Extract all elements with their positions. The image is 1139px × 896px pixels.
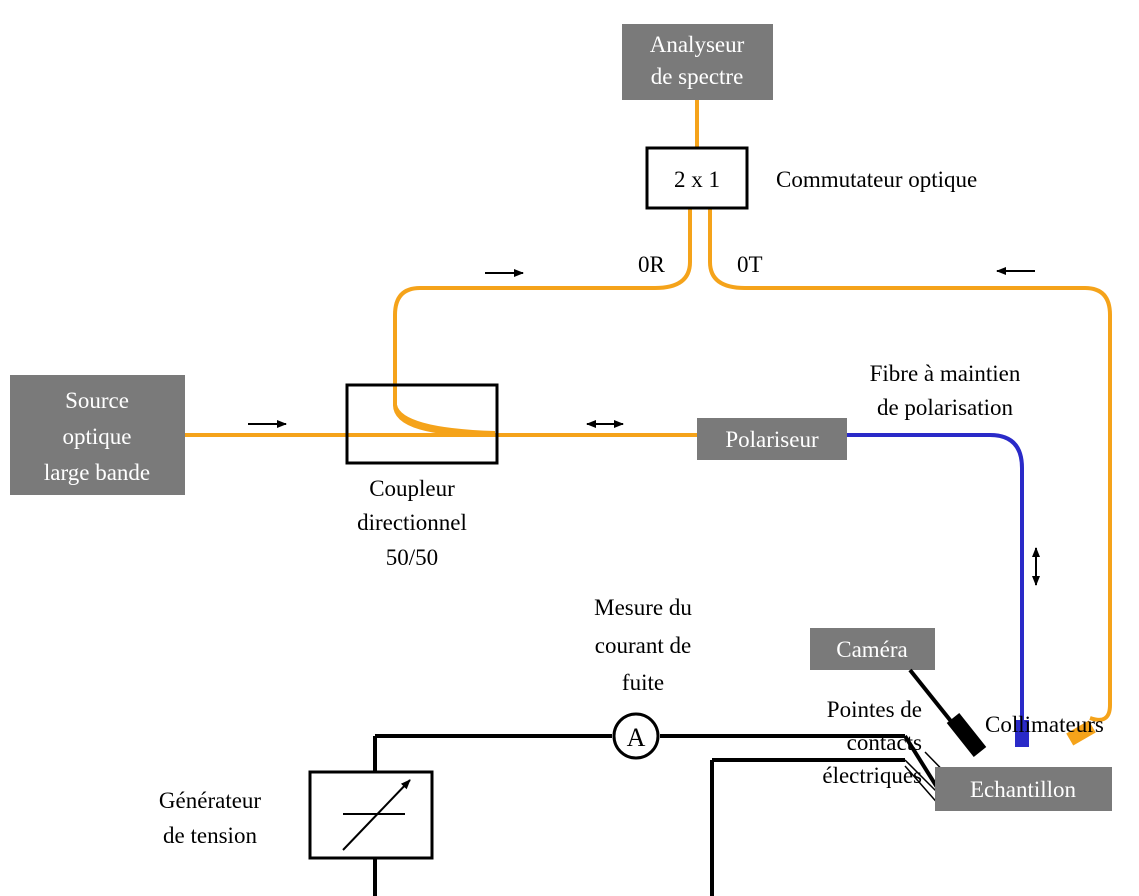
analyzer-label-1: Analyseur xyxy=(650,32,745,57)
fiber-0r xyxy=(393,208,692,437)
coupler-label-3: 50/50 xyxy=(386,545,438,570)
fiber-coupler-curve xyxy=(393,404,496,435)
fiber-0t xyxy=(708,208,1112,722)
source-label-1: Source xyxy=(65,388,129,413)
port-0r-label: 0R xyxy=(638,252,666,277)
voltage-generator xyxy=(308,736,434,896)
current-label-1: Mesure du xyxy=(594,595,692,620)
switch-label: Commutateur optique xyxy=(776,167,977,192)
pm-fiber-label-2: de polarisation xyxy=(877,395,1014,420)
camera-label: Caméra xyxy=(836,637,908,662)
camera-cable xyxy=(908,668,960,732)
generator-label-1: Générateur xyxy=(159,788,261,813)
ammeter: A xyxy=(612,712,660,760)
fiber-pm xyxy=(847,433,1024,720)
pm-collimator xyxy=(1015,720,1029,747)
polarizer: Polariseur xyxy=(697,418,847,460)
coupler-label-1: Coupleur xyxy=(369,476,455,501)
broadband-source: Source optique large bande xyxy=(10,375,185,495)
spectrum-analyzer: Analyseur de spectre xyxy=(622,24,773,100)
switch-ratio-label: 2 x 1 xyxy=(674,167,720,192)
directional-coupler xyxy=(345,383,499,465)
ammeter-symbol: A xyxy=(627,723,646,752)
current-label-2: courant de xyxy=(595,633,691,658)
coupler-label-2: directionnel xyxy=(357,510,467,535)
camera: Caméra xyxy=(810,628,935,670)
source-label-2: optique xyxy=(63,424,132,449)
analyzer-label-2: de spectre xyxy=(651,64,744,89)
pm-fiber-label-1: Fibre à maintien xyxy=(870,361,1021,386)
probes-label-2: contacts xyxy=(847,730,922,755)
fiber-collimator xyxy=(1066,720,1096,746)
probes-label-3: électriques xyxy=(822,763,922,788)
polarizer-label: Polariseur xyxy=(725,427,819,452)
current-label-3: fuite xyxy=(622,670,664,695)
generator-label-2: de tension xyxy=(163,823,257,848)
source-label-3: large bande xyxy=(44,460,150,485)
sample-label: Echantillon xyxy=(970,777,1077,802)
optical-switch: 2 x 1 xyxy=(645,146,749,210)
port-0t-label: 0T xyxy=(737,252,763,277)
probes-label-1: Pointes de xyxy=(827,697,922,722)
sample: Echantillon xyxy=(935,767,1112,811)
camera-lens xyxy=(946,713,987,757)
collimators-label: Collimateurs xyxy=(985,712,1104,737)
